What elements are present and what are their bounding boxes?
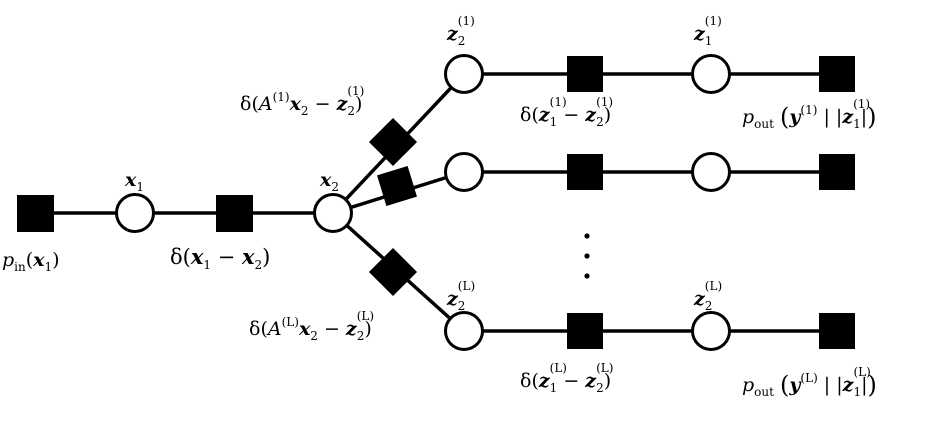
- label-z2-L: z(L)2: [447, 279, 476, 313]
- vertical-ellipsis: [584, 233, 590, 279]
- factor-delta-A2: [377, 166, 417, 206]
- factor-row-2-mid: [567, 154, 603, 190]
- label-p-out-1: pout (y(1) | |z(1)1|): [742, 97, 877, 131]
- factor-nodes: [17, 56, 855, 349]
- label-delta-x: δ(x1 − x2): [170, 244, 271, 272]
- variable-z1-L: [691, 311, 731, 351]
- label-delta-z-1: δ(z(1)1 − z(1)2): [520, 95, 614, 129]
- label-delta-AL: δ(A(L)x2 − z(L)2): [249, 309, 375, 343]
- label-z2-L-right: z(L)2: [694, 279, 723, 313]
- label-z1-1: z(1)1: [694, 14, 722, 48]
- factor-p-out-L: [819, 313, 855, 349]
- label-z2-1: z(1)2: [447, 14, 475, 48]
- variable-row-2-a: [444, 152, 484, 192]
- variable-x2: [313, 193, 353, 233]
- ellipsis-dot: [584, 273, 590, 279]
- variable-row-2-b: [691, 152, 731, 192]
- factor-p-out-1: [819, 56, 855, 92]
- ellipsis-dot: [584, 253, 590, 259]
- variable-z1-1: [691, 54, 731, 94]
- label-p-out-L: pout (y(L) | |z(L)1|): [742, 365, 877, 399]
- label-delta-A1: δ(A(1)x2 − z(1)2): [240, 84, 365, 118]
- factor-delta-z-L: [567, 313, 603, 349]
- variable-nodes: [115, 54, 731, 351]
- factor-p-in: [17, 195, 54, 232]
- label-p-in: pin(x1): [2, 249, 60, 274]
- ellipsis-dot: [584, 233, 590, 239]
- label-x2: x2: [320, 169, 339, 194]
- factor-delta-x: [216, 195, 253, 232]
- label-x1: x1: [125, 169, 144, 194]
- graph-edges: [36, 72, 837, 333]
- variable-z2-L: [444, 311, 484, 351]
- variable-x1: [115, 193, 155, 233]
- factor-delta-z-1: [567, 56, 603, 92]
- factor-delta-AL: [368, 247, 418, 297]
- factor-row-2-end: [819, 154, 855, 190]
- label-delta-z-L: δ(z(L)1 − z(L)2): [520, 361, 614, 395]
- variable-z2-1: [444, 54, 484, 94]
- factor-delta-A1: [368, 117, 418, 167]
